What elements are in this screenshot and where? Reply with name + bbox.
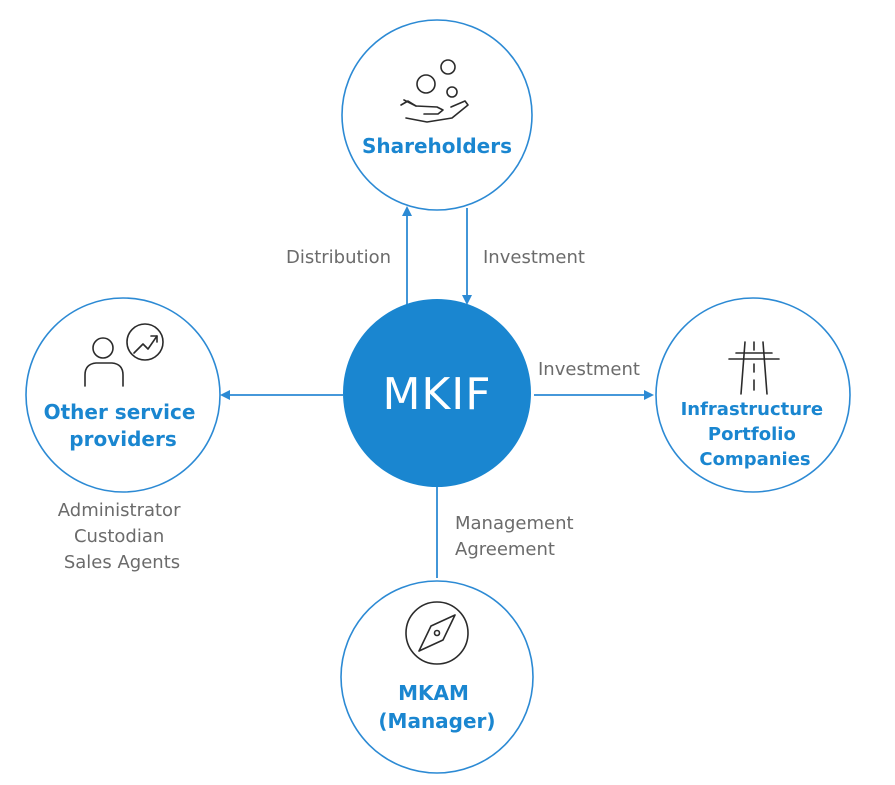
mkif-node: [343, 299, 531, 487]
compass-icon: [405, 601, 469, 665]
road-icon: [728, 341, 780, 395]
investment-from-shareholders-label: Investment: [483, 247, 585, 268]
mkam-node: MKAM (Manager): [340, 580, 534, 774]
service-providers-list: Administrator Custodian Sales Agents: [58, 500, 186, 573]
coins-in-hand-icon: [400, 59, 469, 123]
infrastructure-label: Infrastructure Portfolio Companies: [681, 399, 830, 470]
distribution-label: Distribution: [286, 247, 391, 268]
person-growth-icon: [84, 323, 164, 387]
other-service-providers-label: Other service providers: [44, 400, 203, 451]
management-agreement-label: Management Agreement: [455, 513, 579, 560]
shareholders-label: Shareholders: [362, 134, 512, 158]
mkif-label: MKIF: [382, 369, 491, 420]
shareholders-node: Shareholders: [341, 19, 533, 211]
infrastructure-node: Infrastructure Portfolio Companies: [655, 297, 851, 493]
investment-to-infrastructure-label: Investment: [538, 359, 640, 380]
other-service-providers-node: Other service providers: [25, 297, 221, 493]
mkam-label: MKAM (Manager): [378, 681, 495, 733]
